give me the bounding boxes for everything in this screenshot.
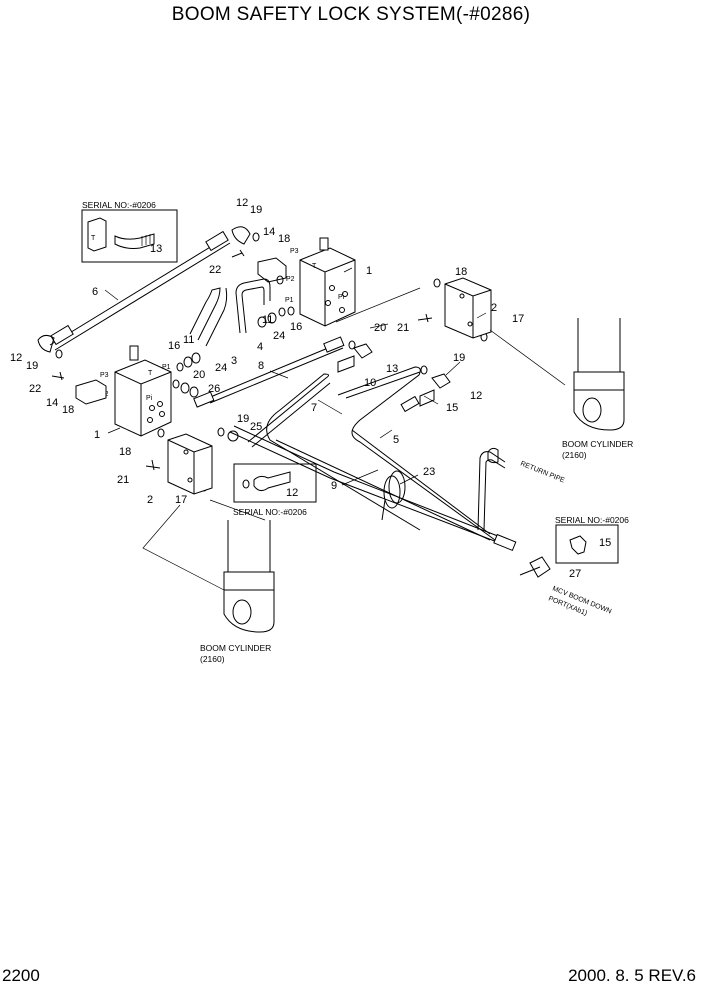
part-number: 20 [374,322,386,334]
part-number: 20 [193,369,205,381]
leader-line [209,499,266,521]
bolt-22-upper [231,249,245,258]
bracket-2-lower [145,433,213,495]
port-label: P3 [290,248,299,255]
part-number: 21 [397,322,409,334]
clamp-23 [381,470,406,521]
part-number: 10 [364,377,376,389]
part-number: 18 [119,446,131,458]
flange-upper [257,257,287,283]
part-number: 13 [386,363,398,375]
part-number: 17 [512,313,524,325]
part-number: 16 [168,340,180,352]
part-number: 27 [569,568,581,580]
part-number: 5 [393,434,399,446]
leader-lines [104,267,487,486]
return-pipe-label: RETURN PIPE [519,460,566,484]
port-label: P3 [100,372,109,379]
part-number: 11 [183,334,194,346]
part-number: 4 [257,341,263,353]
hose-7 [247,373,491,541]
page-title: BOOM SAFETY LOCK SYSTEM(-#0286) [171,4,531,25]
boom-cylinder-right: BOOM CYLINDER (2160) [562,318,633,460]
part-number: 22 [29,383,41,395]
part-number: 22 [209,264,221,276]
port-label: T [148,370,153,377]
part-number: 23 [423,466,435,478]
hose-5 [337,366,496,541]
part-number: 9 [331,480,337,492]
part-number: 8 [258,360,264,372]
port-label: P2 [286,276,295,283]
part-number: 26 [208,383,220,395]
port-label: P1 [162,364,171,371]
safety-valve-lower: T P3 P2 P1 Pi [100,345,172,437]
hose-8 [193,336,345,408]
port-label: P1 [285,297,294,304]
leader-line [489,329,566,386]
boom-cylinder-part: (2160) [562,450,587,460]
part-number: 12 [236,197,248,209]
part-number: 17 [175,494,187,506]
flange-lower [75,379,107,405]
part-number: 24 [273,330,285,342]
part-number: 6 [92,286,98,298]
port-label: Pi [146,395,153,402]
part-number: 12 [286,487,298,499]
part-number: 3 [231,355,237,367]
part-number: 25 [250,421,262,433]
hose-9 [229,425,517,552]
part-number: 19 [250,204,262,216]
serial-inset-right: SERIAL NO:-#0206 15 [555,515,629,564]
part-number: 7 [311,402,317,414]
part-number: 1 [366,265,372,277]
part-numbers: 1 1 2 2 3 4 5 6 7 8 9 10 11 11 12 12 12 … [10,197,524,506]
part-number: 2 [147,494,153,506]
pipe-3 [189,287,228,347]
part-number: 18 [62,404,74,416]
part-number: 11 [262,314,273,326]
part-number: 13 [150,243,162,255]
serial-note-label: SERIAL NO:-#0206 [82,200,156,210]
return-pipe [477,447,506,531]
bracket-2-upper [417,277,492,339]
part-number: 18 [455,266,467,278]
part-number: 12 [10,352,22,364]
leader-line [142,504,225,591]
boom-cylinder-label: BOOM CYLINDER [200,643,271,653]
port-label: T [91,235,96,242]
leader-line [335,287,421,323]
boom-cylinder-part: (2160) [200,654,225,664]
part-number: 18 [278,233,290,245]
bolt-22-lower [51,371,65,381]
page-number: 2200 [2,966,40,985]
port-label: T [312,263,317,270]
part-number: 14 [263,226,275,238]
part-number: 15 [446,402,458,414]
part-number: 19 [237,413,249,425]
part-number: 15 [599,537,611,549]
revision-date: 2000. 8. 5 REV.6 [568,966,696,985]
part-number: 12 [470,390,482,402]
fitting-27 [519,556,551,578]
safety-valve-upper: T P1 P2 P3 Pi [285,237,356,327]
part-number: 21 [117,474,129,486]
part-number: 14 [46,397,58,409]
hose-6 [37,226,251,353]
serial-note-label: SERIAL NO:-#0206 [233,507,307,517]
part-number: 24 [215,362,227,374]
serial-inset-top-left: SERIAL NO:-#0206 T 13 [81,200,178,263]
serial-note-label: SERIAL NO:-#0206 [555,515,629,525]
serial-inset-middle: SERIAL NO:-#0206 12 [233,463,317,517]
boom-cylinder-label: BOOM CYLINDER [562,439,633,449]
boom-cylinder-left: BOOM CYLINDER (2160) [200,520,275,664]
part-number: 2 [491,302,497,314]
part-number: 19 [26,360,38,372]
part-number: 16 [290,321,302,333]
part-number: 1 [94,429,100,441]
pipe-4 [235,278,271,334]
part-number: 19 [453,352,465,364]
port-label: Pi [338,294,345,301]
